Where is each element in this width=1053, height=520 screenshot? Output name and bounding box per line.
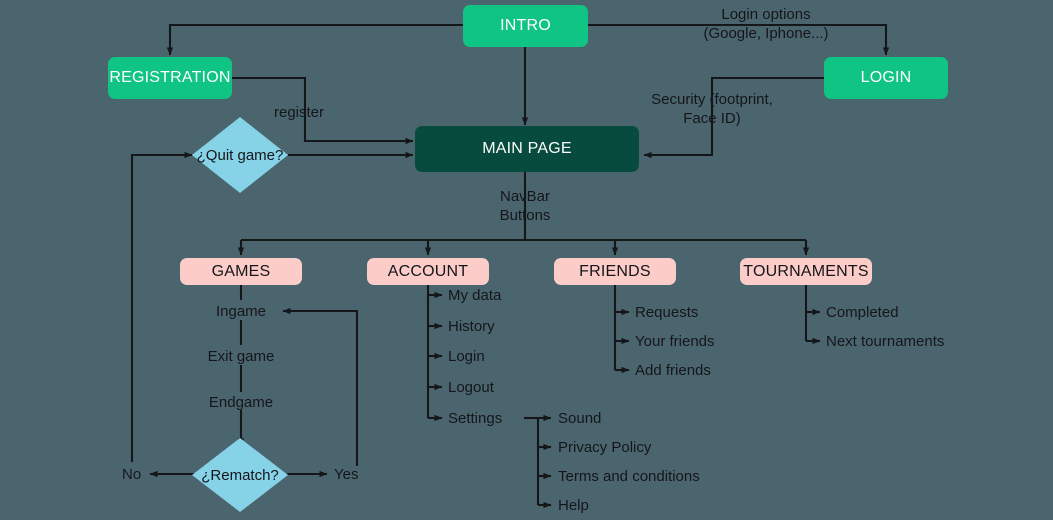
node-tournaments[interactable]: TOURNAMENTS	[740, 258, 872, 285]
account-item-history[interactable]: History	[448, 318, 495, 335]
node-registration[interactable]: REGISTRATION	[108, 57, 232, 99]
node-tournaments-label: TOURNAMENTS	[743, 262, 869, 280]
account-item-login[interactable]: Login	[448, 348, 485, 365]
label-navbar-line2: Buttons	[499, 207, 551, 224]
account-item-my-data[interactable]: My data	[448, 287, 502, 304]
settings-item-terms-and-conditions[interactable]: Terms and conditions	[558, 468, 700, 485]
node-games[interactable]: GAMES	[180, 258, 302, 285]
label-login-options-line2: (Google, Iphone...)	[703, 25, 829, 42]
label-register: register	[274, 104, 325, 121]
label-login-options-line1: Login options	[721, 6, 811, 23]
account-item-settings[interactable]: Settings	[448, 410, 503, 427]
node-ingame: Ingame	[215, 303, 267, 320]
account-item-logout[interactable]: Logout	[448, 379, 494, 396]
label-security-line1: Security (footprint,	[651, 91, 773, 108]
label-yes: Yes	[334, 466, 359, 483]
settings-item-help[interactable]: Help	[558, 497, 589, 514]
label-security-line2: Face ID)	[683, 110, 741, 127]
edge-intro-to-registration	[166, 23, 463, 56]
friends-item-add-friends[interactable]: Add friends	[635, 362, 711, 379]
node-intro[interactable]: INTRO	[463, 5, 588, 47]
label-login-options: Login options (Google, Iphone...)	[676, 5, 856, 43]
friends-item-requests[interactable]: Requests	[635, 304, 699, 321]
node-login-label: LOGIN	[860, 69, 912, 86]
tournaments-item-completed[interactable]: Completed	[826, 304, 899, 321]
label-navbar-buttons: NavBar Buttons	[465, 187, 585, 225]
node-quit-game-label: ¿Quit game?	[196, 146, 284, 164]
node-friends[interactable]: FRIENDS	[554, 258, 676, 285]
label-no: No	[122, 466, 142, 483]
edge-yes-to-ingame	[282, 307, 359, 466]
node-main-page[interactable]: MAIN PAGE	[415, 126, 639, 172]
friends-item-your-friends[interactable]: Your friends	[635, 333, 715, 350]
label-security: Security (footprint, Face ID)	[612, 90, 812, 128]
node-rematch-label: ¿Rematch?	[201, 466, 279, 484]
tournaments-item-next-tournaments[interactable]: Next tournaments	[826, 333, 945, 350]
node-endgame: Endgame	[208, 394, 274, 411]
settings-item-sound[interactable]: Sound	[558, 410, 602, 427]
node-login[interactable]: LOGIN	[824, 57, 948, 99]
node-account[interactable]: ACCOUNT	[367, 258, 489, 285]
node-main-page-label: MAIN PAGE	[482, 140, 572, 157]
node-exit-game: Exit game	[207, 348, 275, 365]
node-rematch[interactable]: ¿Rematch?	[192, 438, 288, 512]
node-games-label: GAMES	[211, 262, 271, 280]
node-friends-label: FRIENDS	[579, 262, 651, 280]
node-intro-label: INTRO	[500, 17, 551, 34]
node-registration-label: REGISTRATION	[109, 69, 231, 86]
label-navbar-line1: NavBar	[499, 188, 551, 205]
node-account-label: ACCOUNT	[387, 262, 469, 280]
settings-item-privacy-policy[interactable]: Privacy Policy	[558, 439, 652, 456]
node-quit-game[interactable]: ¿Quit game?	[192, 117, 288, 193]
